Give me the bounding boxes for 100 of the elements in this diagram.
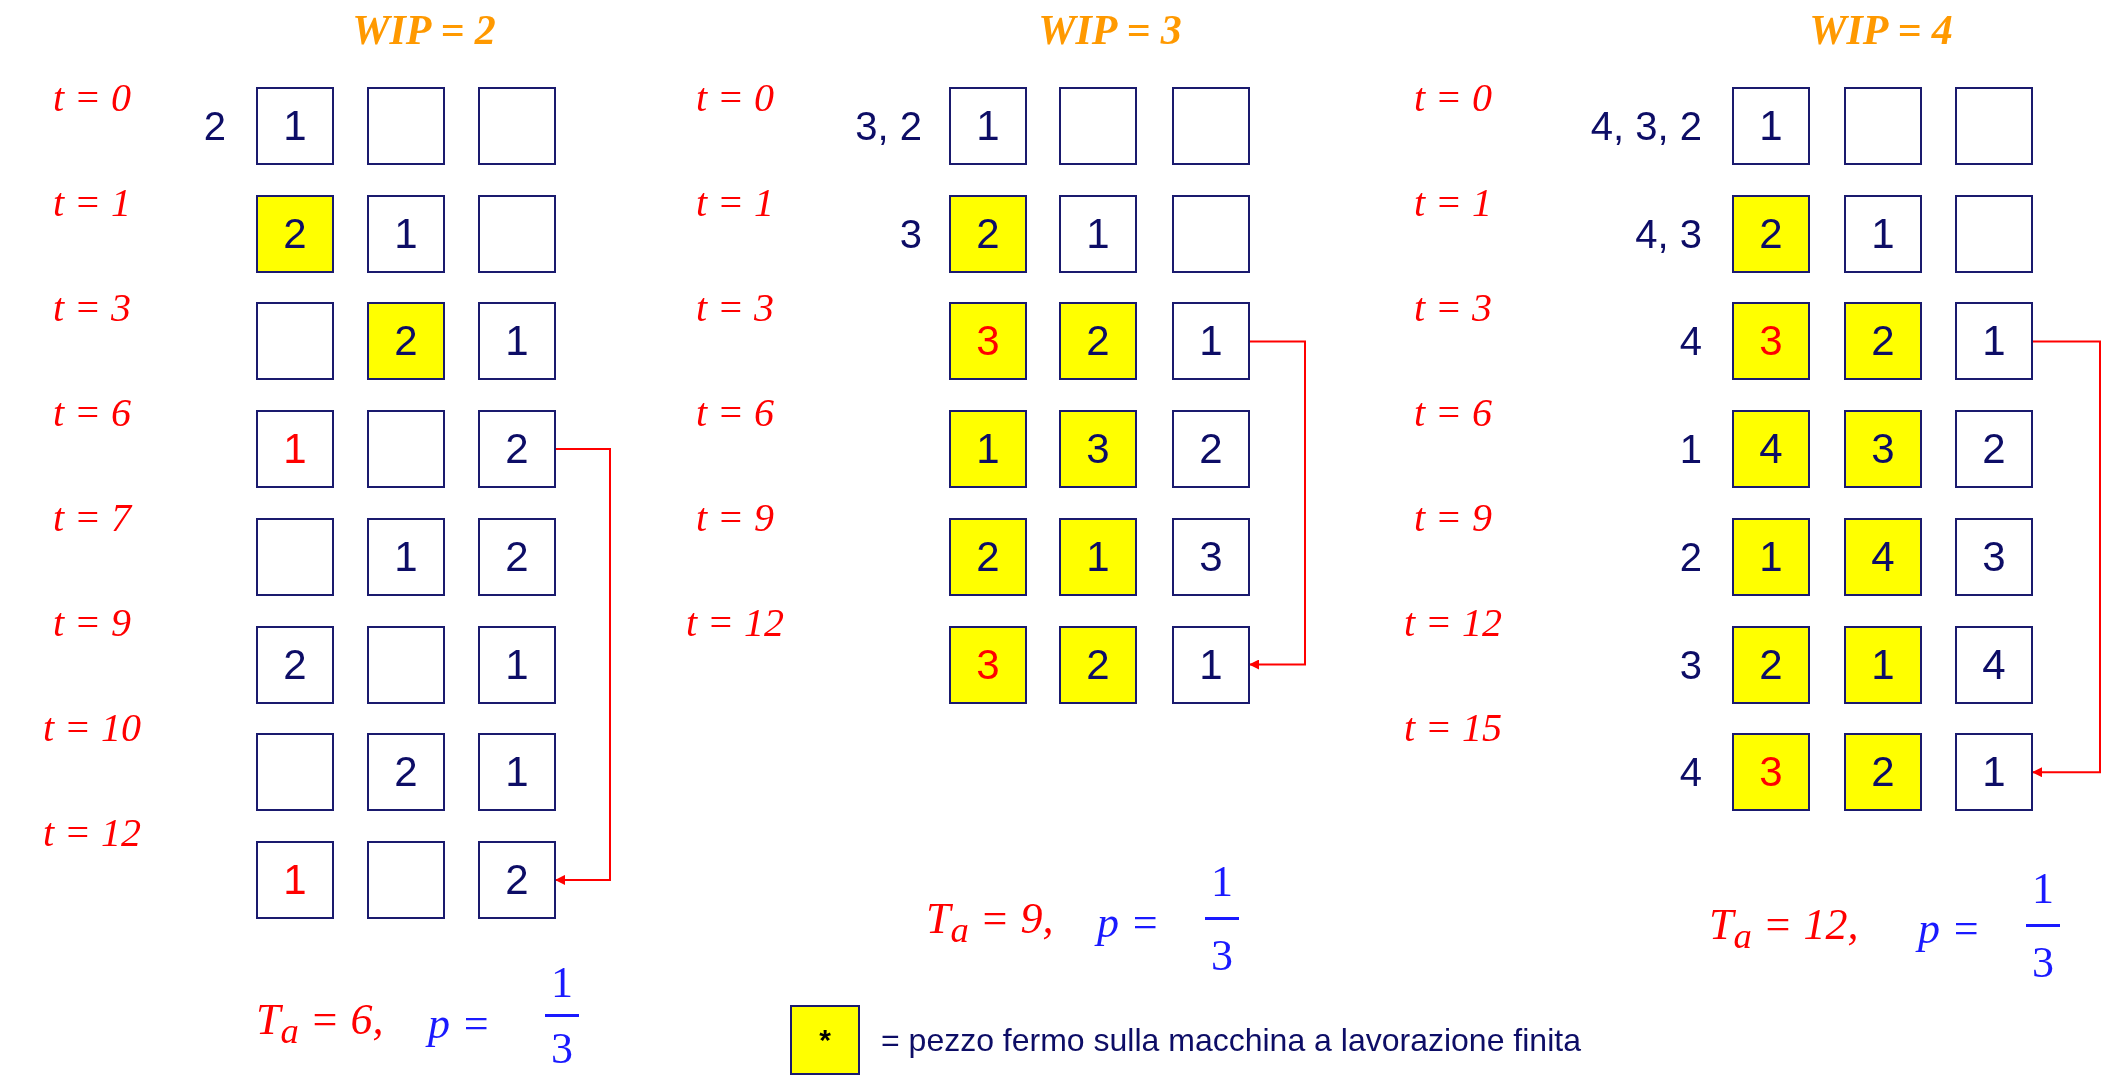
grid-cell: 1 (1172, 302, 1250, 381)
grid-cell: 2 (478, 517, 556, 596)
grid-cell: 1 (1732, 517, 1810, 596)
grid-cell: 1 (1955, 302, 2033, 381)
grid-cell: 2 (478, 840, 556, 919)
queue-label: 4 (1679, 749, 1702, 795)
formula: T$_{a}$ = 9, (926, 892, 1054, 952)
time-label: t = 7 (52, 493, 132, 541)
time-label: t = 1 (695, 178, 775, 226)
time-label: t = 10 (42, 703, 142, 751)
grid-cell: 2 (367, 302, 445, 381)
queue-label: 3 (899, 211, 922, 257)
grid-cell (367, 840, 445, 919)
grid-cell (256, 517, 334, 596)
grid-cell: 1 (1844, 194, 1922, 273)
grid-cell (367, 625, 445, 704)
grid-cell: 2 (1955, 410, 2033, 489)
grid-cell (1955, 87, 2033, 165)
grid-cell: 2 (1844, 733, 1922, 812)
time-label: t = 15 (1403, 703, 1503, 751)
grid-cell (256, 733, 334, 812)
grid-cell: 1 (256, 410, 334, 489)
grid-cell: 1 (478, 733, 556, 812)
grid-cell: 2 (1732, 625, 1810, 704)
queue-label: 3, 2 (855, 103, 922, 149)
grid-cell: 2 (1172, 410, 1250, 489)
time-label: t = 9 (52, 598, 132, 646)
grid-cell: 1 (949, 87, 1027, 165)
grid-cell: 2 (1059, 625, 1137, 704)
grid-cell (1844, 87, 1922, 165)
heading: WIP = 4 (1809, 6, 1953, 54)
formula: T$_{a}$ = 12, (1709, 898, 1859, 958)
time-label: t = 3 (695, 283, 775, 331)
grid-cell (478, 194, 556, 273)
grid-cell (1172, 87, 1250, 165)
swatch-symbol: * (819, 1023, 831, 1057)
fraction-number: 3 (2032, 936, 2054, 988)
grid-cell: 3 (949, 302, 1027, 381)
grid-cell: 1 (478, 302, 556, 381)
queue-label: 2 (1679, 534, 1702, 580)
queue-label: 4, 3, 2 (1590, 103, 1702, 149)
heading: WIP = 3 (1038, 6, 1182, 54)
grid-cell: 2 (1059, 302, 1137, 381)
queue-label: 4 (1679, 318, 1702, 364)
grid-cell: 1 (478, 625, 556, 704)
fraction-number: 3 (551, 1022, 573, 1074)
grid-cell: 1 (367, 517, 445, 596)
grid-cell (256, 302, 334, 381)
fraction-number: 3 (1211, 929, 1233, 981)
queue-label: 1 (1679, 426, 1702, 472)
grid-cell (478, 87, 556, 165)
connector-arrow (1249, 340, 1306, 670)
grid-cell: 3 (1732, 302, 1810, 381)
fraction-number: 1 (1211, 855, 1233, 907)
time-label: t = 12 (1403, 598, 1503, 646)
fraction-number: 1 (2032, 862, 2054, 914)
grid-cell: 2 (1844, 302, 1922, 381)
queue-label: 4, 3 (1635, 211, 1702, 257)
grid-cell: 1 (1955, 733, 2033, 812)
time-label: t = 9 (695, 493, 775, 541)
grid-cell: 1 (367, 194, 445, 273)
grid-cell: 1 (1732, 87, 1810, 165)
time-label: t = 12 (685, 598, 785, 646)
grid-cell: 3 (1955, 517, 2033, 596)
grid-cell (1955, 194, 2033, 273)
legend-text: = pezzo fermo sulla macchina a lavorazione finita (881, 1021, 1581, 1059)
grid-cell: 1 (1059, 194, 1137, 273)
grid-cell: 2 (367, 733, 445, 812)
grid-cell: 1 (949, 410, 1027, 489)
grid-cell: 1 (256, 87, 334, 165)
time-label: t = 6 (695, 388, 775, 436)
time-label: t = 1 (52, 178, 132, 226)
time-label: t = 0 (1413, 73, 1493, 121)
grid-cell (1059, 87, 1137, 165)
heading: WIP = 2 (352, 6, 496, 54)
grid-cell: 2 (256, 194, 334, 273)
grid-cell: 3 (949, 625, 1027, 704)
grid-cell: 3 (1732, 733, 1810, 812)
grid-cell: 2 (478, 410, 556, 489)
grid-cell (1172, 194, 1250, 273)
connector-arrow (2032, 340, 2101, 778)
time-label: t = 6 (1413, 388, 1493, 436)
grid-cell: 1 (1844, 625, 1922, 704)
formula: T$_{a}$ = 6, (256, 993, 384, 1053)
time-label: t = 0 (52, 73, 132, 121)
grid-cell (367, 410, 445, 489)
grid-cell: 1 (256, 840, 334, 919)
grid-cell: 4 (1844, 517, 1922, 596)
time-label: t = 9 (1413, 493, 1493, 541)
grid-cell (367, 87, 445, 165)
grid-cell: 4 (1732, 410, 1810, 489)
grid-cell: 3 (1059, 410, 1137, 489)
grid-cell: 2 (949, 517, 1027, 596)
time-label: t = 3 (1413, 283, 1493, 331)
fraction-number: 1 (551, 956, 573, 1008)
queue-label: 2 (203, 103, 226, 149)
grid-cell: 2 (256, 625, 334, 704)
time-label: t = 3 (52, 283, 132, 331)
grid-cell: 2 (949, 194, 1027, 273)
grid-cell: 1 (1059, 517, 1137, 596)
